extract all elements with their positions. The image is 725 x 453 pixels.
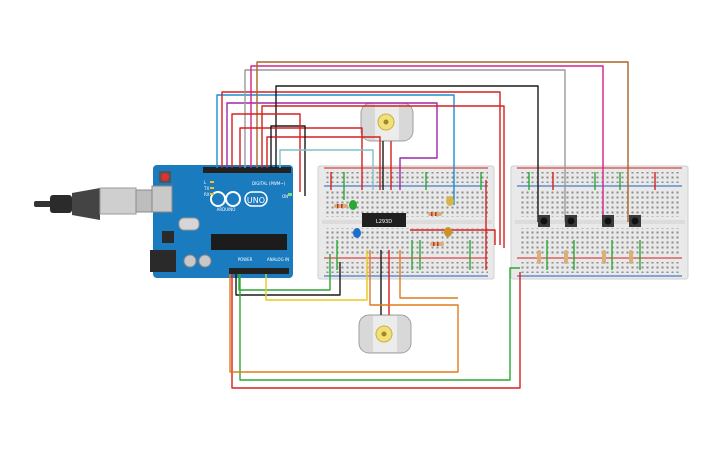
analog-label: ANALOG IN [267,257,289,262]
power-jack-icon [150,250,176,272]
arduino-logo [210,191,268,207]
resistor-icon[interactable] [430,242,444,246]
resistor-icon[interactable] [629,250,633,264]
motor-bottom-icon[interactable] [358,314,412,354]
resistor-icon[interactable] [537,250,541,264]
breadboard-buttons[interactable] [510,165,689,280]
motor-top-icon[interactable] [360,102,414,142]
arduino-board[interactable]: UNO ARDUINO DIGITAL (PWM~) TX RX L ON PO… [150,165,293,278]
wires [216,61,656,389]
resistor-icon[interactable] [428,212,442,216]
resistor-icon[interactable] [334,204,348,208]
rx-label: RX [204,192,210,197]
reset-button-icon[interactable] [159,171,171,183]
l293d-chip[interactable]: L293D [362,213,406,227]
resistor-icon[interactable] [602,250,606,264]
on-label: ON [282,194,288,199]
tx-label: TX [203,186,209,191]
resistor-icon[interactable] [564,250,568,264]
breadboard-main[interactable] [317,165,495,280]
atmega-chip [211,234,287,250]
led-green-icon[interactable] [349,200,357,210]
brand-label: ARDUINO [217,207,236,212]
push-button-icon[interactable] [538,215,550,227]
led-yellow-icon[interactable] [446,196,454,206]
push-button-icon[interactable] [602,215,614,227]
led-l-label: L [204,180,207,185]
model-label: UNO [247,196,265,205]
led-orange-icon[interactable] [444,227,452,237]
power-label: POWER [238,257,253,262]
chip-label: L293D [376,219,392,225]
usb-cable-icon [34,187,159,220]
led-blue-icon[interactable] [353,228,361,238]
digital-label: DIGITAL (PWM~) [252,181,286,186]
push-button-icon[interactable] [629,215,641,227]
push-button-icon[interactable] [565,215,577,227]
